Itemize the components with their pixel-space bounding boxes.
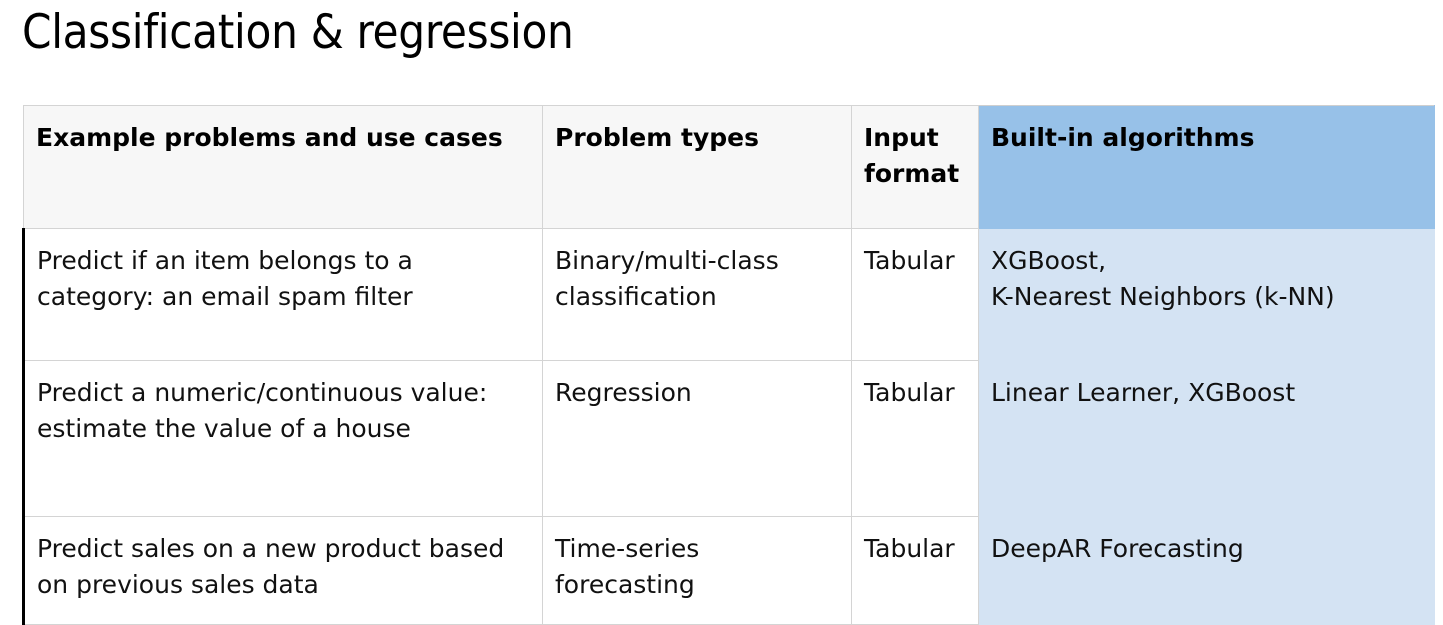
table-row: Predict sales on a new product based on …	[22, 516, 1435, 625]
cell-example-problem: Predict a numeric/continuous value: esti…	[22, 360, 543, 517]
column-header-example-problems: Example problems and use cases	[23, 105, 543, 229]
column-header-input-format: Input format	[851, 105, 979, 229]
algorithms-table: Example problems and use cases Problem t…	[22, 105, 1435, 625]
table-header-row: Example problems and use cases Problem t…	[23, 105, 1435, 229]
cell-problem-type: Time-series forecasting	[542, 516, 852, 625]
table-body: Predict if an item belongs to a category…	[22, 228, 1435, 625]
cell-example-problem: Predict if an item belongs to a category…	[22, 228, 543, 361]
algorithm-name: K-Nearest Neighbors (k-NN)	[991, 282, 1335, 311]
algorithm-name: Linear Learner, XGBoost	[991, 378, 1296, 407]
algorithm-name: XGBoost,	[991, 246, 1107, 275]
table-row: Predict if an item belongs to a category…	[22, 228, 1435, 361]
cell-problem-type: Regression	[542, 360, 852, 517]
cell-built-in-algorithms: DeepAR Forecasting	[978, 516, 1435, 625]
table-row: Predict a numeric/continuous value: esti…	[22, 360, 1435, 517]
cell-input-format: Tabular	[851, 228, 979, 361]
table-container: Example problems and use cases Problem t…	[22, 105, 1435, 625]
cell-built-in-algorithms: XGBoost, K-Nearest Neighbors (k-NN)	[978, 228, 1435, 361]
cell-built-in-algorithms: Linear Learner, XGBoost	[978, 360, 1435, 517]
page-title: Classification & regression	[22, 5, 574, 60]
cell-input-format: Tabular	[851, 516, 979, 625]
cell-example-problem: Predict sales on a new product based on …	[22, 516, 543, 625]
cell-problem-type: Binary/multi-class classification	[542, 228, 852, 361]
column-header-problem-types: Problem types	[542, 105, 852, 229]
table-header: Example problems and use cases Problem t…	[23, 105, 1435, 229]
cell-input-format: Tabular	[851, 360, 979, 517]
column-header-built-in-algorithms: Built-in algorithms	[978, 105, 1435, 229]
algorithm-name: DeepAR Forecasting	[991, 534, 1244, 563]
